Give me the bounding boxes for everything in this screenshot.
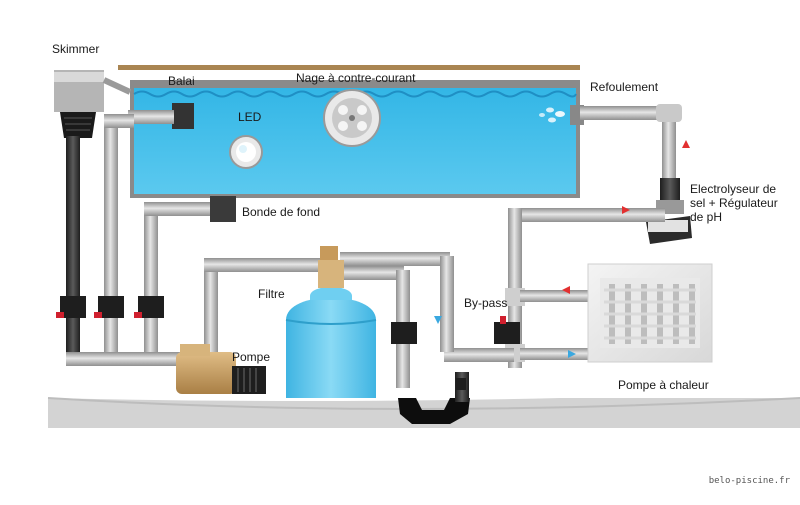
electrolyser — [646, 178, 692, 244]
label-skimmer: Skimmer — [52, 42, 100, 56]
label-pompe: Pompe — [232, 350, 271, 364]
flow-arrow-down — [434, 316, 442, 324]
return-pipe — [580, 104, 682, 186]
label-refoulement: Refoulement — [590, 80, 659, 94]
suction-pipes — [56, 114, 236, 366]
label-pompe-a-chaleur: Pompe à chaleur — [618, 378, 709, 392]
flow-arrow-electrolyser — [622, 206, 630, 214]
label-nage-contre-courant: Nage à contre-courant — [296, 71, 416, 85]
counter-current-unit — [323, 89, 381, 147]
label-balai: Balai — [168, 74, 195, 88]
label-electrolyseur: Electrolyseur de sel + Régulateur de pH — [690, 182, 778, 224]
label-by-pass: By-pass — [464, 296, 508, 310]
drain — [398, 372, 470, 424]
led-light — [229, 135, 263, 169]
flow-arrow-hp-out — [562, 286, 570, 294]
sand-filter — [285, 246, 377, 398]
skimmer — [54, 70, 132, 138]
flow-arrow-hp-in — [568, 350, 576, 358]
heat-pump — [587, 263, 713, 363]
label-bonde-de-fond: Bonde de fond — [242, 205, 321, 219]
balai-nozzle — [128, 103, 194, 129]
label-led: LED — [238, 110, 262, 124]
watermark: belo-piscine.fr — [708, 476, 790, 486]
label-filtre: Filtre — [258, 287, 285, 301]
flow-arrow-refoulement — [682, 140, 690, 148]
flow-arrows — [434, 140, 690, 358]
pump — [176, 344, 266, 394]
